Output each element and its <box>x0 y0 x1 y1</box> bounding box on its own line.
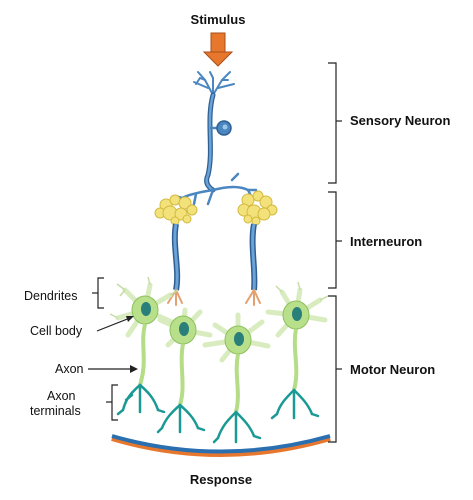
cell-body-pointer <box>96 316 134 332</box>
motor-neuron-1-terminals <box>116 383 166 416</box>
motor-neuron-1 <box>109 276 179 416</box>
motor-neuron-3-axon <box>234 353 240 413</box>
motor-neuron-2 <box>156 307 213 434</box>
axon-terminals-label-line1: Axon <box>47 389 76 403</box>
motor-neuron-1-axon <box>138 323 147 386</box>
sensory-neuron <box>173 71 258 207</box>
interneuron-left <box>154 194 198 306</box>
response-arc <box>111 434 331 457</box>
interneuron-left-dendrites <box>154 194 198 226</box>
interneuron-right-terminals <box>245 289 261 306</box>
response-label: Response <box>190 472 252 487</box>
axon-terminals-bracket <box>106 384 118 421</box>
axon-pointer <box>88 365 138 373</box>
dendrites-bracket <box>92 277 104 309</box>
cell-body-label: Cell body <box>30 324 83 338</box>
stimulus-label: Stimulus <box>191 12 246 27</box>
motor-neuron-3 <box>202 312 271 444</box>
axon-terminals-label-line2: terminals <box>30 404 81 418</box>
interneuron-right <box>237 190 278 306</box>
interneuron-right-dendrites <box>237 190 278 226</box>
motor-bracket <box>328 295 342 443</box>
interneuron-bracket <box>328 191 342 289</box>
motor-neuron-3-terminals <box>212 410 262 444</box>
sensory-dendrites <box>193 71 235 96</box>
motor-neuron-4-axon <box>292 328 299 391</box>
sensory-neuron-label: Sensory Neuron <box>350 113 450 128</box>
motor-neuron-4-terminals <box>270 388 320 420</box>
motor-neuron-label: Motor Neuron <box>350 362 435 377</box>
interneuron-label: Interneuron <box>350 234 422 249</box>
sensory-terminals <box>173 172 258 207</box>
dendrites-label: Dendrites <box>24 289 78 303</box>
motor-neuron-2-terminals <box>156 403 206 434</box>
sensory-bracket <box>328 62 342 184</box>
axon-label: Axon <box>55 362 84 376</box>
stimulus-arrow <box>202 32 234 67</box>
motor-neuron-4 <box>265 281 329 420</box>
motor-neuron-2-axon <box>178 343 185 406</box>
